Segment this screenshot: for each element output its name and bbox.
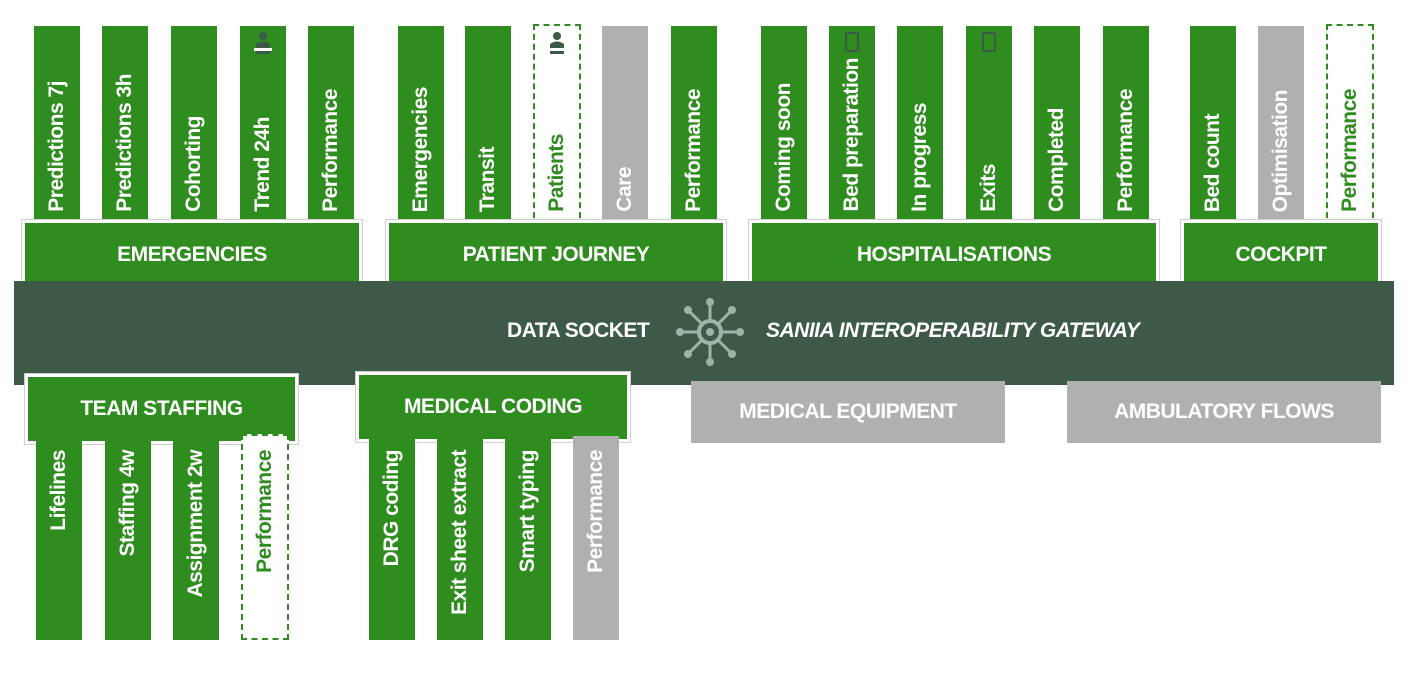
group-cockpit[interactable]: COCKPIT [1181, 220, 1381, 290]
module-label: Smart typing [516, 450, 539, 573]
module-label: Completed [1045, 107, 1068, 212]
group-patient-journey[interactable]: PATIENT JOURNEY [386, 220, 726, 290]
module-label: Trend 24h [251, 117, 274, 212]
tablet-icon [845, 32, 859, 52]
module-label: Cohorting [182, 116, 205, 212]
module-label: Emergencies [409, 86, 432, 212]
module-cockpit-performance[interactable]: Performance [1326, 24, 1374, 228]
module-predictions-7j[interactable]: Predictions 7j [34, 26, 80, 226]
module-patients[interactable]: Patients [533, 24, 581, 228]
module-coding-performance[interactable]: Performance [573, 436, 619, 640]
group-ambulatory-flows[interactable]: AMBULATORY FLOWS [1067, 381, 1381, 443]
module-transit[interactable]: Transit [465, 26, 511, 226]
group-title: TEAM STAFFING [80, 397, 243, 420]
group-hospitalisations[interactable]: HOSPITALISATIONS [749, 220, 1159, 290]
module-label: Predictions 7j [45, 81, 68, 212]
module-assignment-2w[interactable]: Assignment 2w [173, 436, 219, 640]
module-completed[interactable]: Completed [1034, 26, 1080, 226]
module-emergencies-performance[interactable]: Performance [308, 26, 354, 226]
module-label: Staffing 4w [116, 450, 139, 557]
module-bed-count[interactable]: Bed count [1190, 26, 1236, 226]
data-socket-label: DATA SOCKET [507, 319, 650, 342]
module-trend-24h[interactable]: Trend 24h [240, 26, 286, 226]
module-staffing-4w[interactable]: Staffing 4w [105, 436, 151, 640]
module-staffing-performance[interactable]: Performance [241, 434, 289, 640]
tablet-icon [982, 32, 996, 52]
module-label: Performance [682, 89, 705, 212]
group-title: HOSPITALISATIONS [856, 243, 1052, 266]
module-cohorting[interactable]: Cohorting [171, 26, 217, 226]
module-label: Performance [1114, 89, 1137, 212]
hub-gear-icon [676, 298, 744, 366]
module-label: Performance [319, 89, 342, 212]
module-in-progress[interactable]: In progress [897, 26, 943, 226]
module-label: Optimisation [1269, 89, 1292, 212]
module-smart-typing[interactable]: Smart typing [505, 436, 551, 640]
module-optimisation[interactable]: Optimisation [1258, 26, 1304, 226]
group-title: COCKPIT [1235, 243, 1328, 266]
group-emergencies[interactable]: EMERGENCIES [22, 220, 362, 290]
module-lifelines[interactable]: Lifelines [36, 436, 82, 640]
module-label: Performance [253, 450, 276, 573]
module-label: Assignment 2w [184, 450, 207, 598]
module-label: Care [613, 167, 636, 212]
module-label: Lifelines [47, 450, 70, 531]
person-at-desk-icon [254, 32, 272, 54]
group-title: PATIENT JOURNEY [462, 243, 650, 266]
module-label: Performance [1338, 89, 1361, 212]
group-medical-coding[interactable]: MEDICAL CODING [356, 372, 630, 442]
module-label: Exits [977, 164, 1000, 212]
module-care[interactable]: Care [602, 26, 648, 226]
module-pj-performance[interactable]: Performance [671, 26, 717, 226]
interoperability-gateway-label: SANIIA INTEROPERABILITY GATEWAY [766, 319, 1140, 342]
module-label: Patients [545, 134, 568, 212]
group-title: AMBULATORY FLOWS [1114, 400, 1334, 423]
module-bed-preparation[interactable]: Bed preparation [829, 26, 875, 226]
module-exits[interactable]: Exits [966, 26, 1012, 226]
module-label: Exit sheet extract [448, 450, 471, 615]
group-title: MEDICAL CODING [403, 395, 583, 418]
group-title: EMERGENCIES [117, 243, 267, 266]
person-at-desk-icon [548, 32, 566, 54]
module-label: DRG coding [380, 450, 403, 567]
module-label: Coming soon [772, 83, 795, 212]
module-exit-sheet-extract[interactable]: Exit sheet extract [437, 436, 483, 640]
group-title: MEDICAL EQUIPMENT [739, 400, 957, 423]
module-label: Bed preparation [840, 58, 863, 212]
module-predictions-3h[interactable]: Predictions 3h [102, 26, 148, 226]
module-label: Bed count [1201, 113, 1224, 212]
module-hosp-performance[interactable]: Performance [1103, 26, 1149, 226]
module-label: Predictions 3h [113, 74, 136, 212]
module-drg-coding[interactable]: DRG coding [369, 436, 415, 640]
module-pj-emergencies[interactable]: Emergencies [398, 26, 444, 226]
module-label: Performance [584, 450, 607, 573]
module-coming-soon[interactable]: Coming soon [761, 26, 807, 226]
group-medical-equipment[interactable]: MEDICAL EQUIPMENT [691, 381, 1005, 443]
module-label: In progress [908, 103, 931, 212]
module-label: Transit [476, 146, 499, 212]
group-team-staffing[interactable]: TEAM STAFFING [25, 374, 298, 444]
